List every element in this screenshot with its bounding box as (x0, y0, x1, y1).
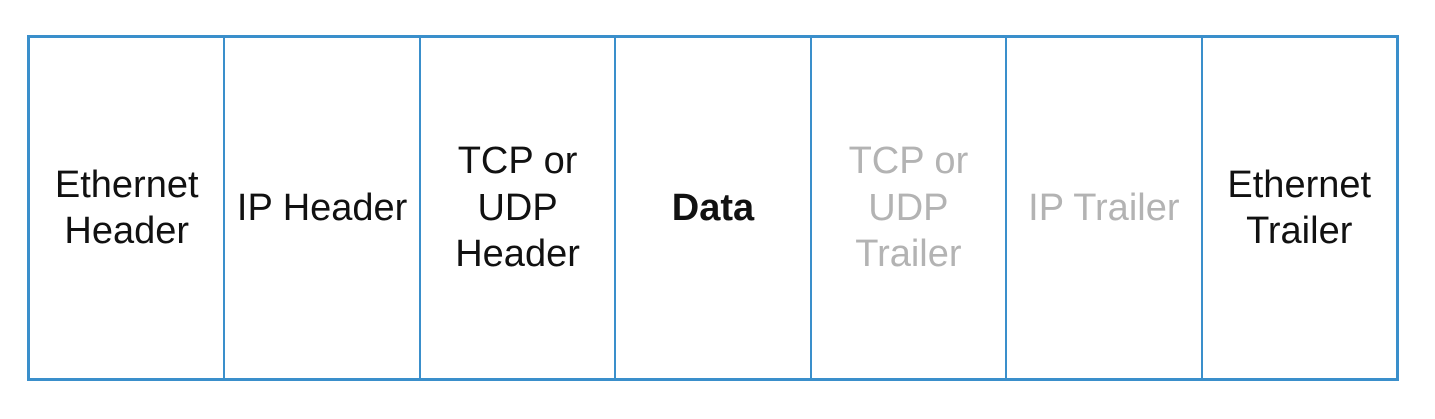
field-ip-header: IP Header (225, 38, 421, 378)
field-tcp-udp-trailer: TCP or UDP Trailer (812, 38, 1008, 378)
field-ethernet-header: Ethernet Header (30, 38, 226, 378)
field-label: TCP or UDP Header (455, 140, 580, 276)
field-tcp-udp-header: TCP or UDP Header (421, 38, 617, 378)
field-label: Data (671, 186, 755, 229)
packet-structure-diagram: Ethernet Header IP Header TCP or UDP Hea… (27, 35, 1399, 381)
field-label: IP Header (236, 186, 408, 229)
field-label: Ethernet Trailer (1227, 163, 1372, 252)
field-ethernet-trailer: Ethernet Trailer (1203, 38, 1396, 378)
field-label: TCP or UDP Trailer (848, 140, 969, 276)
field-ip-trailer: IP Trailer (1007, 38, 1203, 378)
field-data: Data (616, 38, 812, 378)
field-label: Ethernet Header (54, 163, 199, 252)
field-label: IP Trailer (1028, 186, 1180, 229)
